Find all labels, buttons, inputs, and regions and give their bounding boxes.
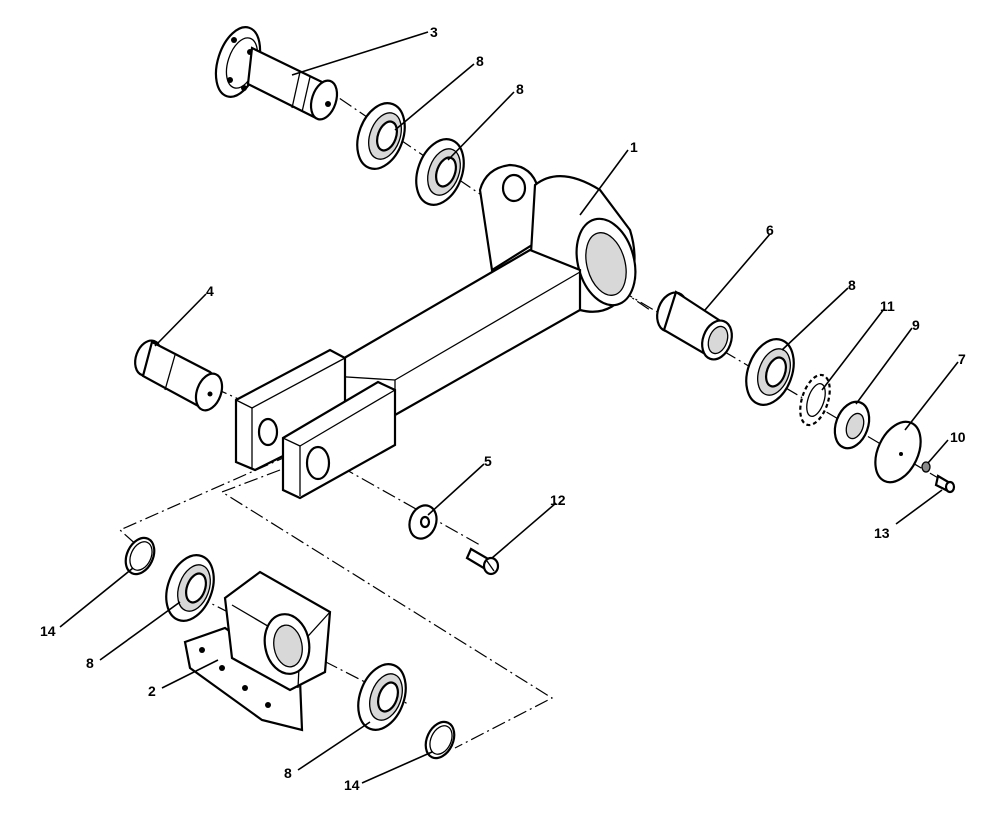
part-6-bushing [656, 290, 733, 361]
part-4-pin [134, 339, 224, 412]
label-14-upper: 14 [40, 623, 56, 639]
label-4: 4 [206, 283, 214, 299]
part-3-flanged-shaft [214, 26, 339, 121]
label-6: 6 [766, 222, 774, 238]
label-12: 12 [550, 492, 566, 508]
label-13: 13 [874, 525, 890, 541]
callout-labels: 3 8 8 1 6 8 11 9 7 10 13 4 5 12 14 8 2 8… [40, 24, 966, 793]
label-7: 7 [958, 351, 966, 367]
label-8-lower-right: 8 [284, 765, 292, 781]
label-14-lower: 14 [344, 777, 360, 793]
label-9: 9 [912, 317, 920, 333]
part-8-bearing-lower-left [165, 554, 215, 622]
part-13-screw [934, 474, 956, 494]
part-10-small-washer [921, 461, 931, 473]
label-3: 3 [430, 24, 438, 40]
part-2-bearing-block [183, 570, 332, 732]
part-12-bolt [465, 547, 500, 576]
leader-lines [59, 31, 959, 784]
part-1-arm [234, 163, 637, 500]
label-11: 11 [880, 298, 895, 314]
part-9-nut [833, 400, 871, 450]
part-11-lock-washer [799, 373, 831, 427]
part-8-bearing-upper-left [356, 102, 406, 170]
label-2: 2 [148, 683, 156, 699]
part-8-bearing-right [745, 338, 795, 406]
label-5: 5 [484, 453, 492, 469]
part-8-bearing-lower-right [357, 663, 407, 731]
part-14-retaining-ring-lower [424, 720, 456, 760]
label-8-right: 8 [848, 277, 856, 293]
part-7-cover-disc [874, 420, 922, 484]
part-14-retaining-ring-upper [124, 536, 156, 576]
label-1: 1 [630, 139, 638, 155]
label-8-upper-left: 8 [476, 53, 484, 69]
label-10: 10 [950, 429, 966, 445]
label-8-upper-right: 8 [516, 81, 524, 97]
label-8-lower-left: 8 [86, 655, 94, 671]
